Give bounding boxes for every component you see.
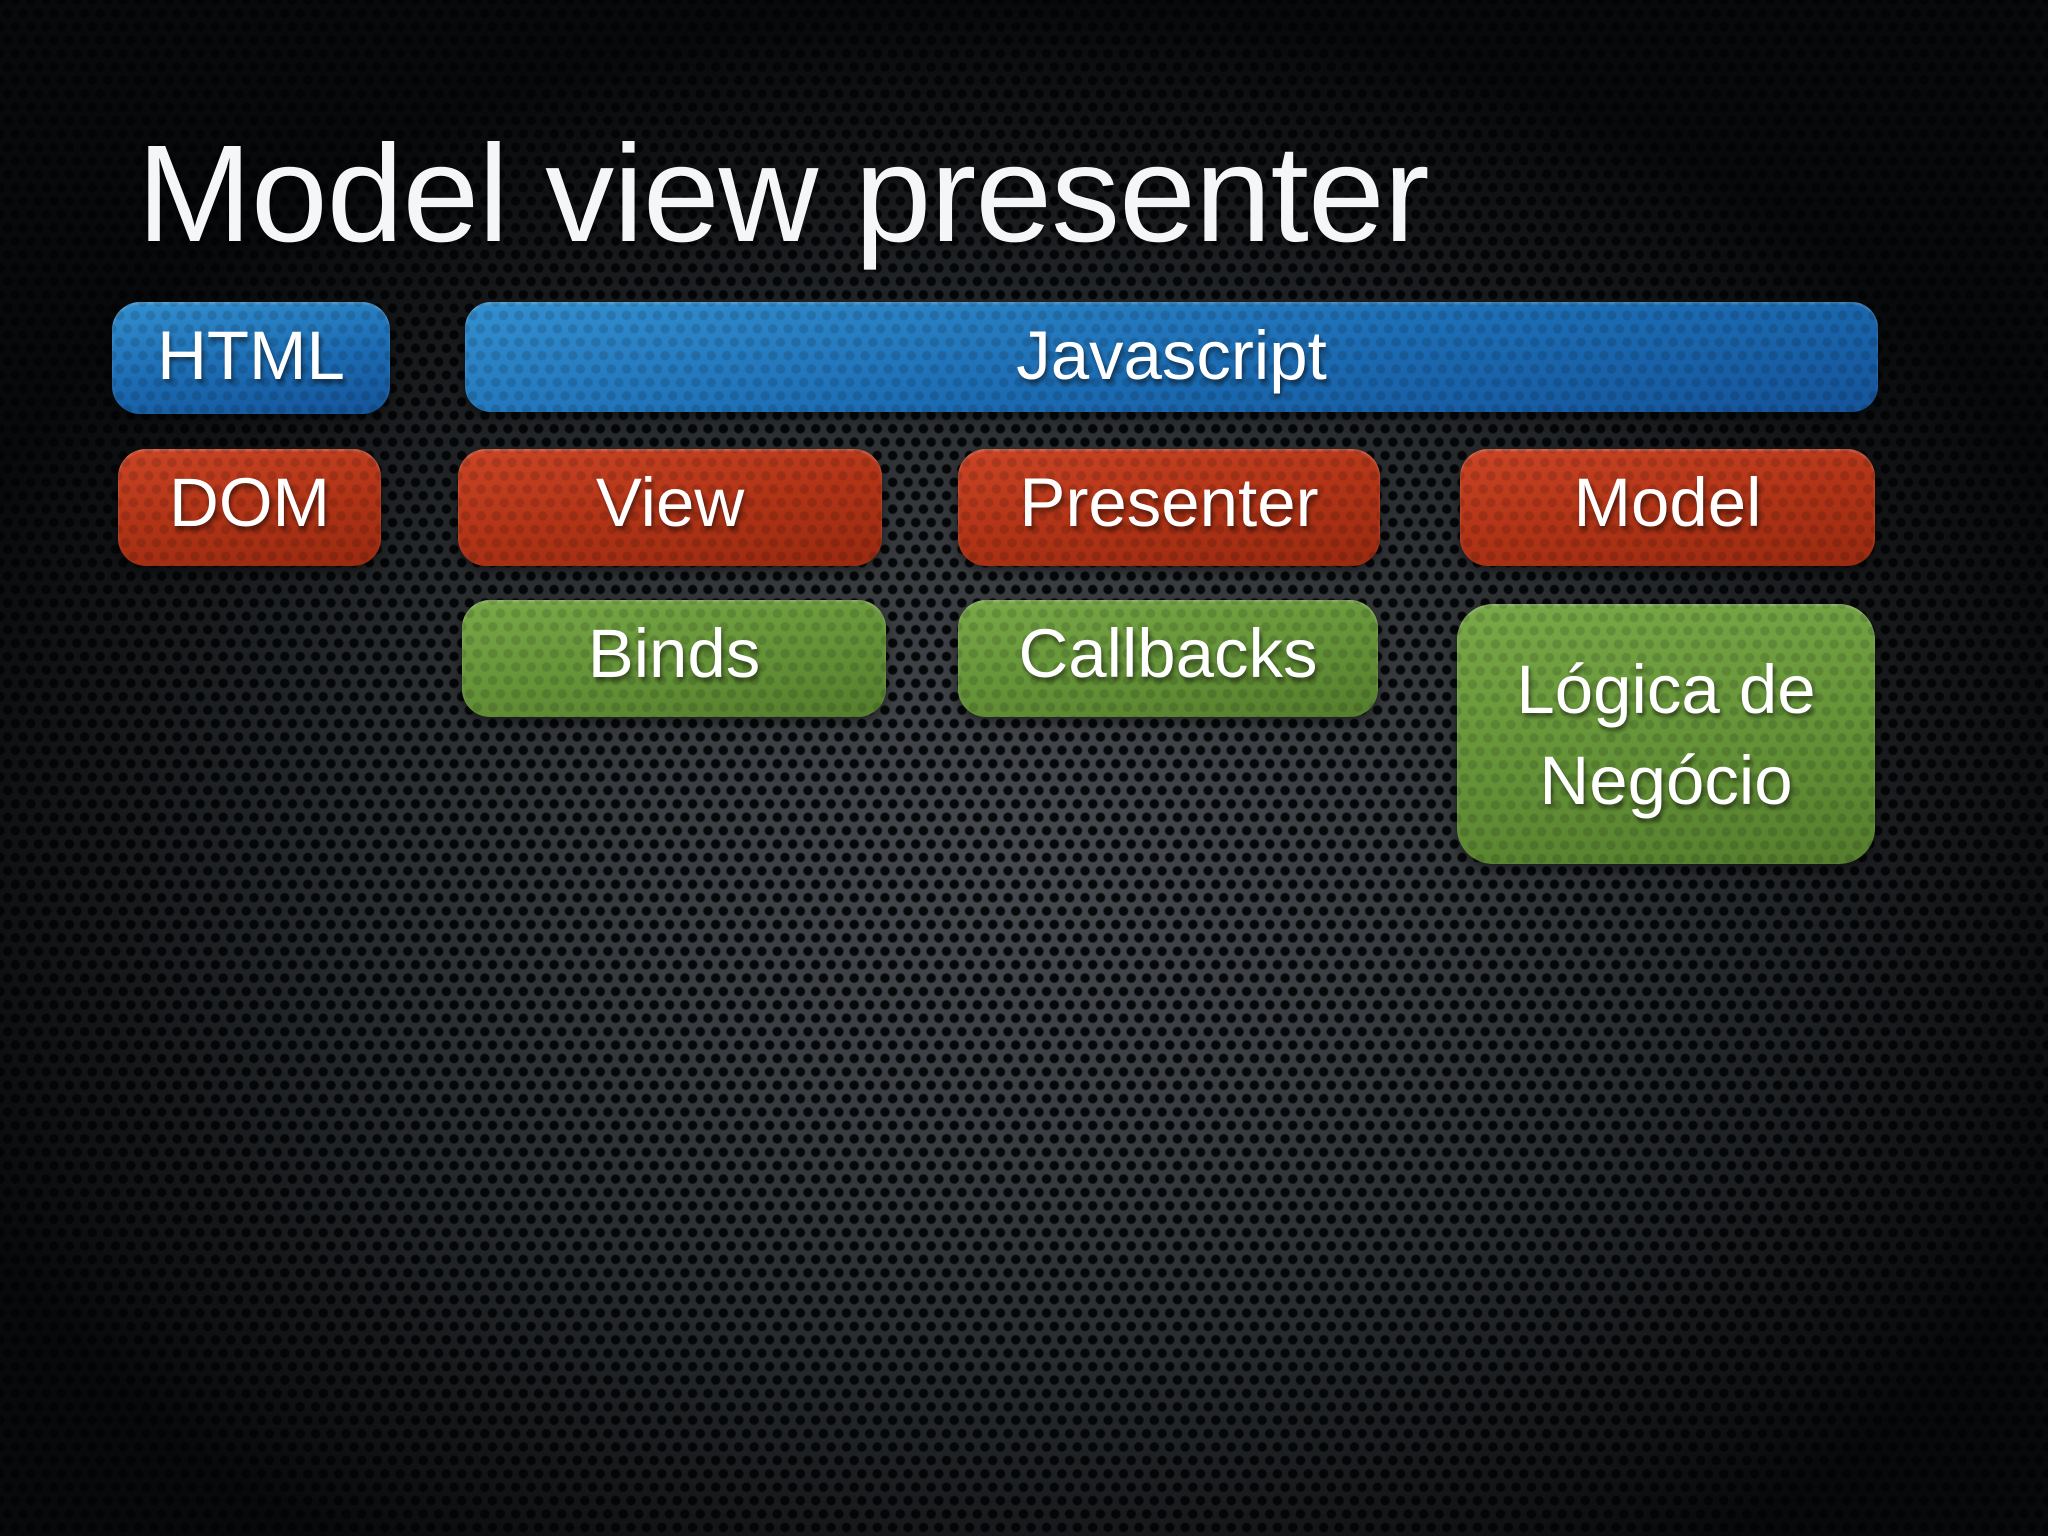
box-callbacks: Callbacks — [958, 600, 1378, 717]
box-model: Model — [1460, 449, 1875, 566]
box-html: HTML — [112, 302, 390, 414]
box-callbacks-label: Callbacks — [1018, 615, 1318, 692]
box-dom-label: DOM — [169, 464, 330, 541]
box-javascript-label: Javascript — [1016, 317, 1327, 394]
slide-title: Model view presenter — [137, 117, 1430, 272]
box-javascript: Javascript — [465, 302, 1878, 412]
box-binds: Binds — [462, 600, 886, 717]
box-presenter: Presenter — [958, 449, 1380, 566]
box-logica-de-negocio: Lógica de Negócio — [1457, 604, 1875, 864]
box-view: View — [458, 449, 882, 566]
box-view-label: View — [595, 464, 745, 541]
box-model-label: Model — [1573, 464, 1762, 541]
box-logica-de-negocio-label: Lógica de Negócio — [1516, 651, 1816, 820]
box-presenter-label: Presenter — [1019, 464, 1319, 541]
box-html-label: HTML — [157, 317, 345, 394]
box-dom: DOM — [118, 449, 381, 566]
box-binds-label: Binds — [587, 615, 761, 692]
